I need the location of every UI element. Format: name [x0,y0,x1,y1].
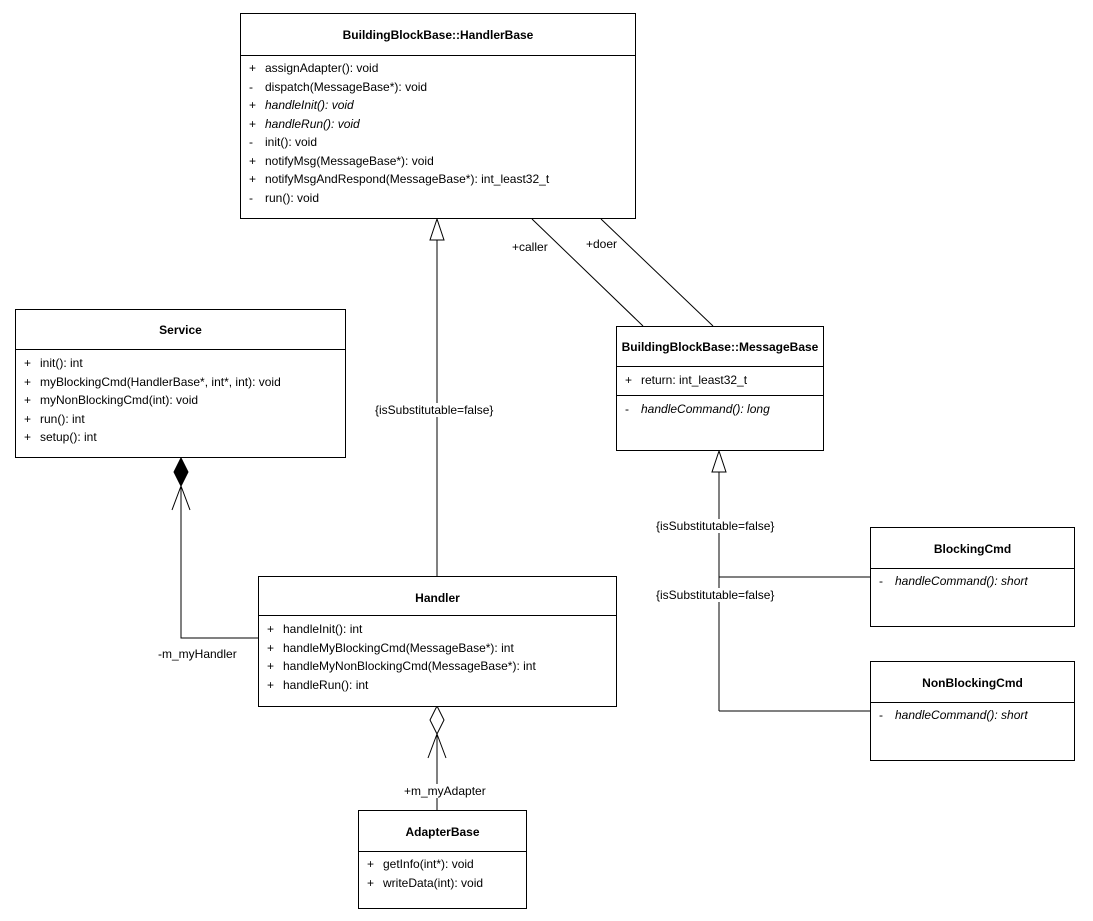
association-doer-line [600,218,714,327]
class-service-members: +init(): int +myBlockingCmd(HandlerBase*… [16,350,345,447]
member-row: +return: int_least32_t [625,373,748,387]
constraint-label-handler: {isSubstitutable=false} [374,403,495,417]
member-row: +getInfo(int*): void [367,857,474,871]
class-blockingcmd-members: -handleCommand(): short [871,569,1074,591]
class-messagebase-operations: -handleCommand(): long [617,396,823,419]
class-handlerbase-members: +assignAdapter(): void -dispatch(Message… [241,56,635,207]
class-blockingcmd[interactable]: BlockingCmd -handleCommand(): short [870,527,1075,627]
class-nonblockingcmd[interactable]: NonBlockingCmd -handleCommand(): short [870,661,1075,761]
member-row: +myBlockingCmd(HandlerBase*, int*, int):… [24,374,281,389]
generalization-handler-arrowhead [429,217,445,241]
class-nonblockingcmd-name: NonBlockingCmd [871,662,1074,703]
aggregation-open-arrow [427,732,447,759]
association-caller-line [531,218,644,327]
role-label-my-adapter: +m_myAdapter [403,784,487,798]
class-handler[interactable]: Handler +handleInit(): int +handleMyBloc… [258,576,617,707]
class-adapterbase-name: AdapterBase [359,811,526,852]
member-row: +handleInit(): void [249,98,354,112]
class-handler-members: +handleInit(): int +handleMyBlockingCmd(… [259,616,616,694]
class-adapterbase[interactable]: AdapterBase +getInfo(int*): void +writeD… [358,810,527,909]
role-label-my-handler: -m_myHandler [157,647,238,661]
member-row: +handleRun(): void [249,116,360,131]
member-row: +handleMyNonBlockingCmd(MessageBase*): i… [267,659,536,673]
member-row: +setup(): int [24,430,97,444]
composition-handler-line [180,486,258,639]
member-row: +notifyMsgAndRespond(MessageBase*): int_… [249,172,550,186]
constraint-label-blockingcmd: {isSubstitutable=false} [655,519,776,533]
class-service-name: Service [16,310,345,350]
member-row: +handleRun(): int [267,677,369,692]
member-row: +myNonBlockingCmd(int): void [24,393,199,407]
class-blockingcmd-name: BlockingCmd [871,528,1074,569]
member-row: -dispatch(MessageBase*): void [249,79,428,94]
class-handler-name: Handler [259,577,616,616]
member-row: -handleCommand(): short [879,574,1028,588]
member-row: +notifyMsg(MessageBase*): void [249,153,434,168]
member-row: -run(): void [249,190,320,205]
role-label-doer: +doer [585,237,619,251]
class-messagebase-name: BuildingBlockBase::MessageBase [617,327,823,367]
composition-open-arrow [171,484,191,511]
member-row: -handleCommand(): long [625,402,770,416]
class-handlerbase-name: BuildingBlockBase::HandlerBase [241,14,635,56]
class-messagebase-attributes: +return: int_least32_t [617,367,823,396]
constraint-label-nonblockingcmd: {isSubstitutable=false} [655,588,776,602]
role-label-caller: +caller [511,240,549,254]
member-row: +handleMyBlockingCmd(MessageBase*): int [267,640,514,655]
class-nonblockingcmd-members: -handleCommand(): short [871,703,1074,725]
class-messagebase[interactable]: BuildingBlockBase::MessageBase +return: … [616,326,824,451]
generalization-cmd-arrowhead [711,449,727,473]
member-row: +writeData(int): void [367,875,484,890]
class-handlerbase[interactable]: BuildingBlockBase::HandlerBase +assignAd… [240,13,636,219]
member-row: +run(): int [24,411,85,426]
member-row: +init(): int [24,356,83,370]
class-adapterbase-members: +getInfo(int*): void +writeData(int): vo… [359,852,526,892]
aggregation-diamond [429,704,445,736]
class-service[interactable]: Service +init(): int +myBlockingCmd(Hand… [15,309,346,458]
member-row: +assignAdapter(): void [249,61,379,75]
member-row: -init(): void [249,135,318,149]
composition-diamond [173,456,189,488]
member-row: -handleCommand(): short [879,708,1028,722]
member-row: +handleInit(): int [267,622,363,636]
